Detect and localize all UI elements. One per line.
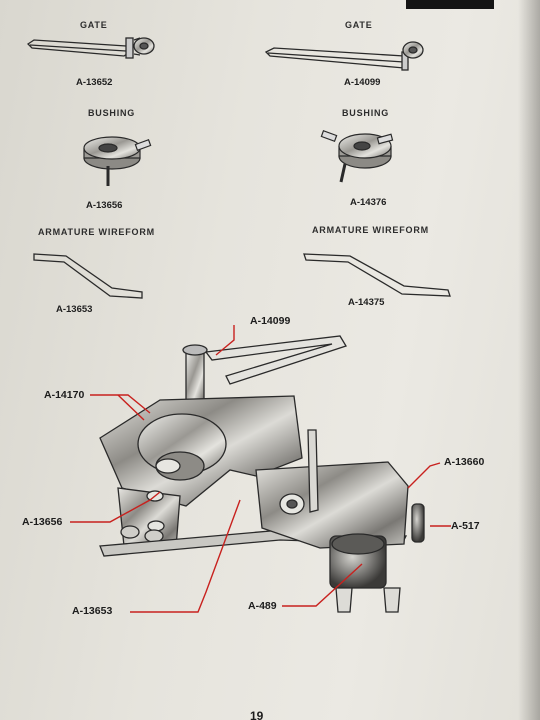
wireform-left-number: A-13653	[56, 304, 93, 315]
wireform-left-drawing	[33, 253, 143, 299]
callout-a489: A-489	[248, 600, 277, 612]
wireform-right-drawing	[303, 253, 451, 297]
wireform-right-number: A-14375	[348, 297, 385, 308]
callout-a13653: A-13653	[72, 605, 113, 617]
wireform-right-title: ARMATURE WIREFORM	[312, 225, 429, 235]
bushing-right-title: BUSHING	[342, 108, 390, 118]
gate-right-drawing	[264, 41, 424, 71]
bushing-left-number: A-13656	[86, 200, 123, 211]
callout-a13656: A-13656	[22, 516, 63, 528]
wireform-left-title: ARMATURE WIREFORM	[38, 227, 155, 237]
gate-left-number: A-13652	[76, 77, 113, 88]
callout-a14099: A-14099	[250, 315, 291, 327]
callout-a13660: A-13660	[444, 456, 485, 468]
page-number: 19	[250, 709, 264, 720]
assembly-drawing	[99, 335, 425, 613]
bushing-left-title: BUSHING	[88, 108, 136, 118]
page-edge-shadow	[518, 0, 540, 720]
bushing-right-number: A-14376	[350, 197, 387, 208]
gate-right-number: A-14099	[344, 77, 381, 88]
corner-tab	[406, 0, 494, 9]
gate-left-drawing	[26, 37, 155, 59]
leader-lines	[70, 325, 451, 613]
bushing-right-drawing	[320, 130, 394, 183]
callout-a14170: A-14170	[44, 389, 85, 401]
gate-right-title: GATE	[345, 20, 373, 30]
gate-left-title: GATE	[80, 20, 108, 30]
bushing-left-drawing	[83, 136, 152, 186]
callout-a517: A-517	[451, 520, 480, 532]
